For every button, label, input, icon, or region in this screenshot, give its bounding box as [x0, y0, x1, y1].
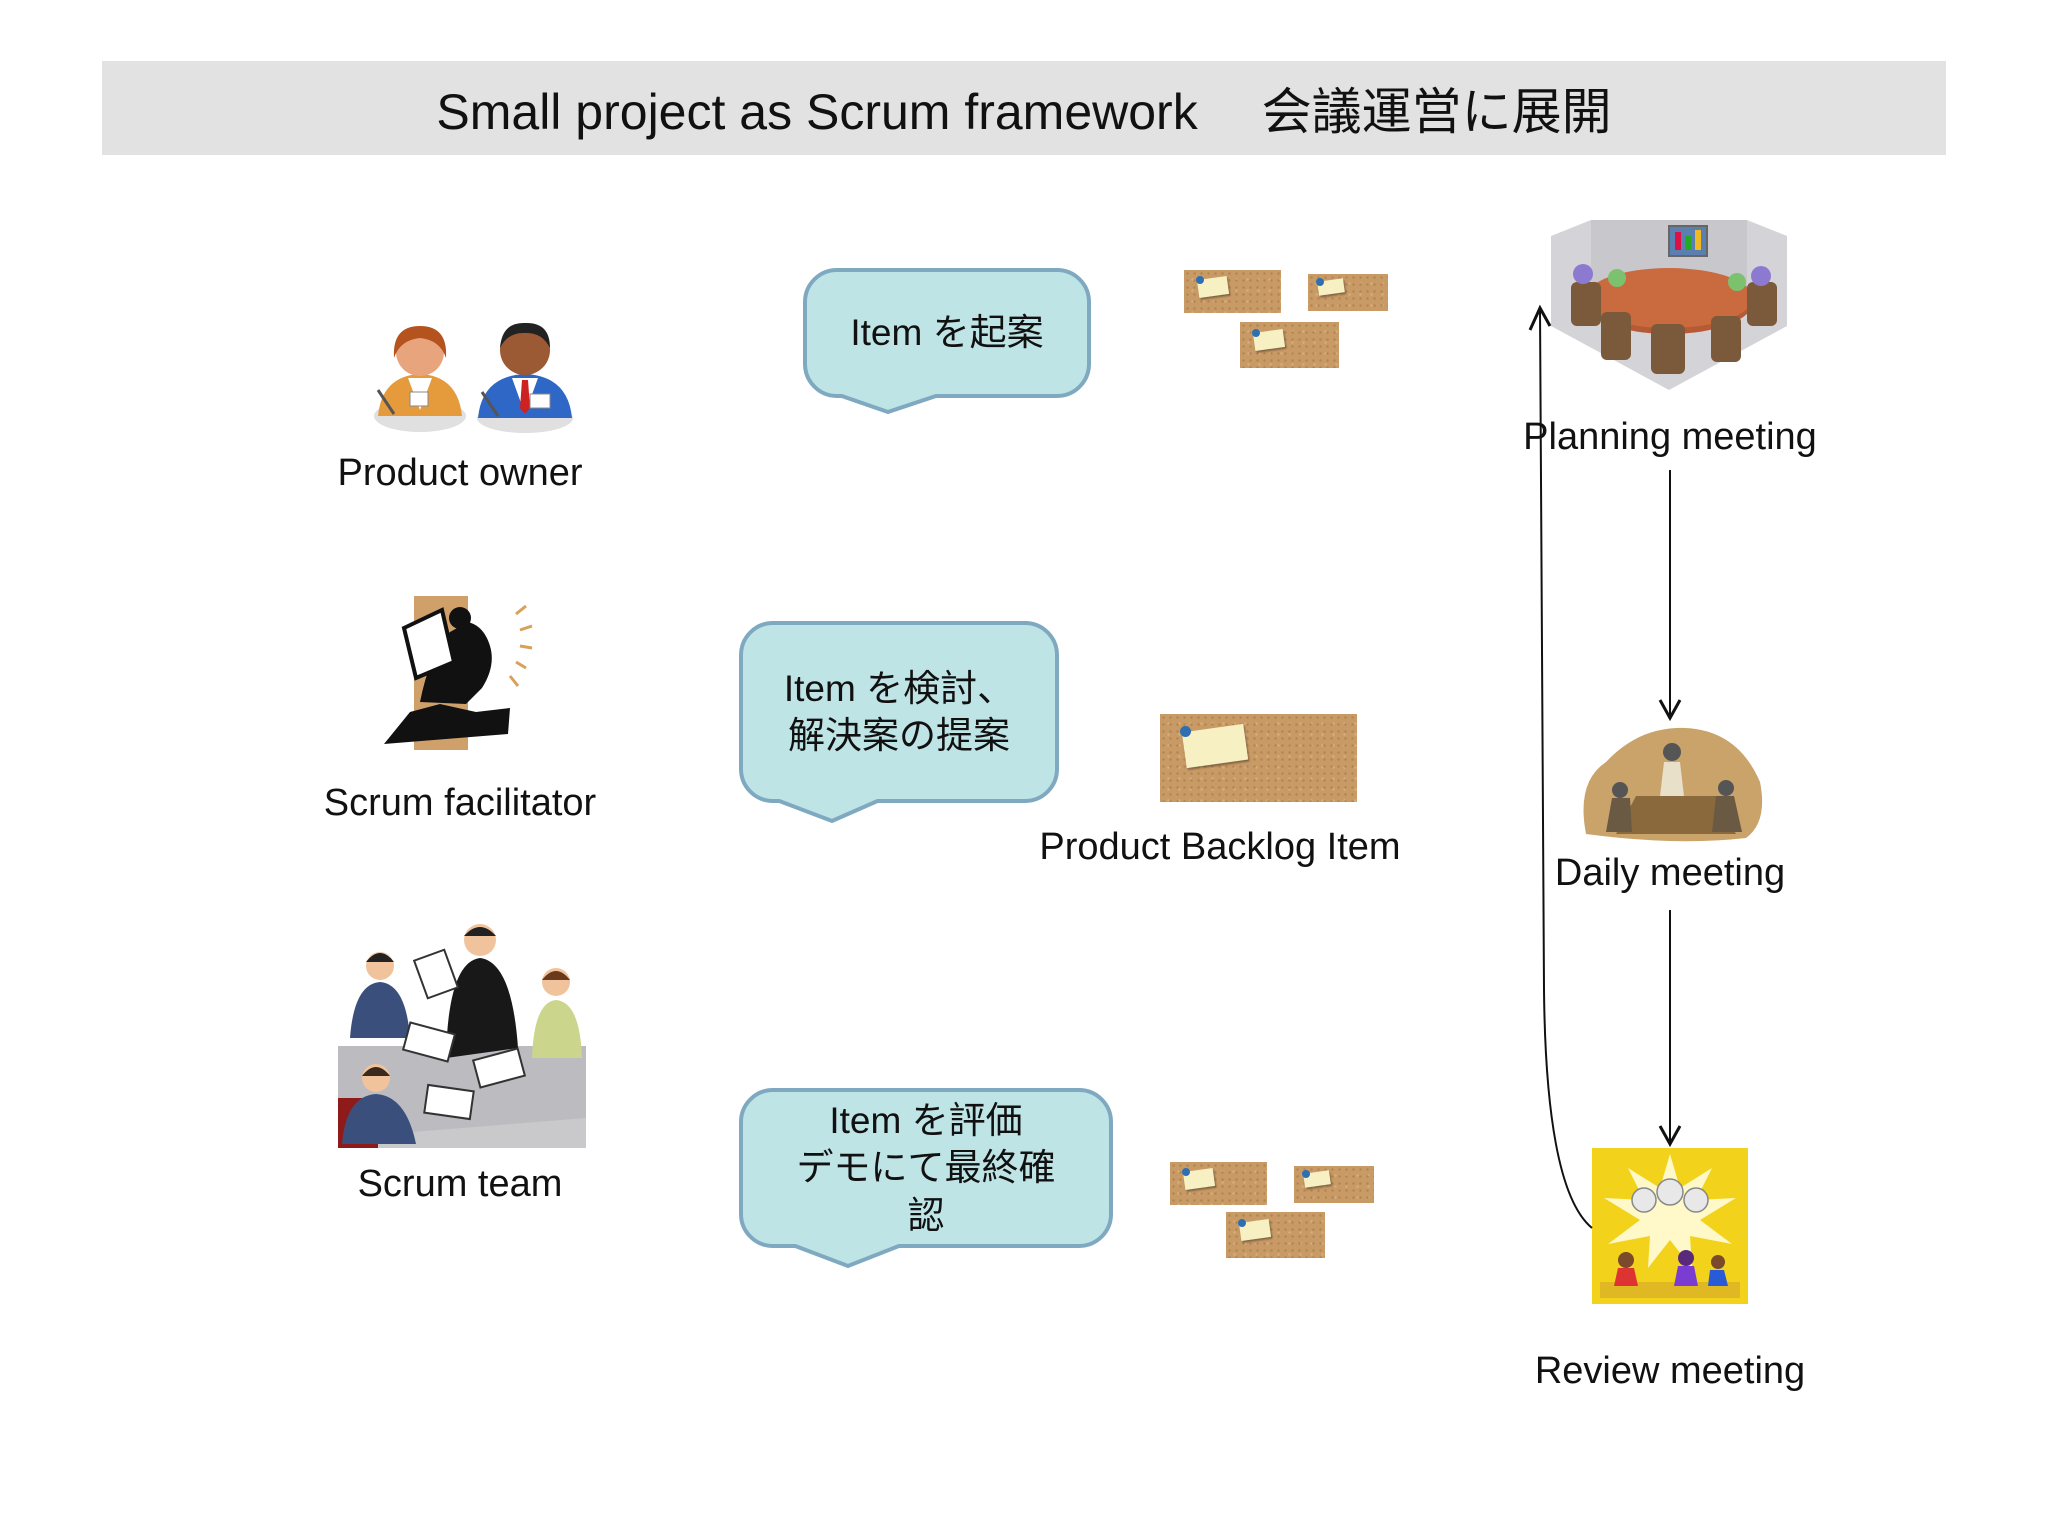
discuss-item-bubble: Item を検討、解決案の提案 — [739, 621, 1059, 803]
scrum-team-icon — [338, 924, 586, 1148]
meeting-flow-arrows — [1528, 304, 1682, 1229]
daily-meeting-icon — [1583, 727, 1763, 842]
corkboard-note-icon — [1308, 274, 1388, 311]
product-owner-label: Product owner — [337, 452, 583, 494]
corkboard-note-icon — [1226, 1212, 1325, 1258]
bubble-tail — [836, 394, 943, 415]
scrum-team-label: Scrum team — [357, 1163, 563, 1205]
title-bar: Small project as Scrum framework 会議運営に展開 — [102, 61, 1946, 155]
evaluate-item-bubble: Item を評価デモにて最終確認 — [739, 1088, 1113, 1248]
scrum-facilitator-label: Scrum facilitator — [323, 782, 597, 824]
daily-meeting-label: Daily meeting — [1554, 852, 1786, 894]
page-title: Small project as Scrum framework 会議運営に展開 — [436, 84, 1612, 140]
review-meeting-label: Review meeting — [1534, 1350, 1806, 1392]
planning-meeting-label: Planning meeting — [1523, 416, 1817, 458]
product-owner-icon — [374, 322, 573, 433]
corkboard-note-icon — [1294, 1166, 1374, 1203]
corkboard-note-icon — [1240, 322, 1339, 368]
review-to-planning-arrow — [1539, 309, 1593, 1229]
review-meeting-icon — [1592, 1148, 1748, 1304]
product-backlog-item-label: Product Backlog Item — [1039, 826, 1401, 868]
corkboard-note-icon — [1170, 1162, 1267, 1205]
bubble-tail — [774, 799, 883, 824]
propose-item-bubble: Item を起案 — [803, 268, 1091, 398]
product-backlog-item-icon — [1160, 714, 1357, 802]
bubble-tail — [790, 1244, 905, 1269]
planning-meeting-icon — [1551, 220, 1787, 390]
corkboard-note-icon — [1184, 270, 1281, 313]
scrum-facilitator-icon — [384, 596, 533, 750]
